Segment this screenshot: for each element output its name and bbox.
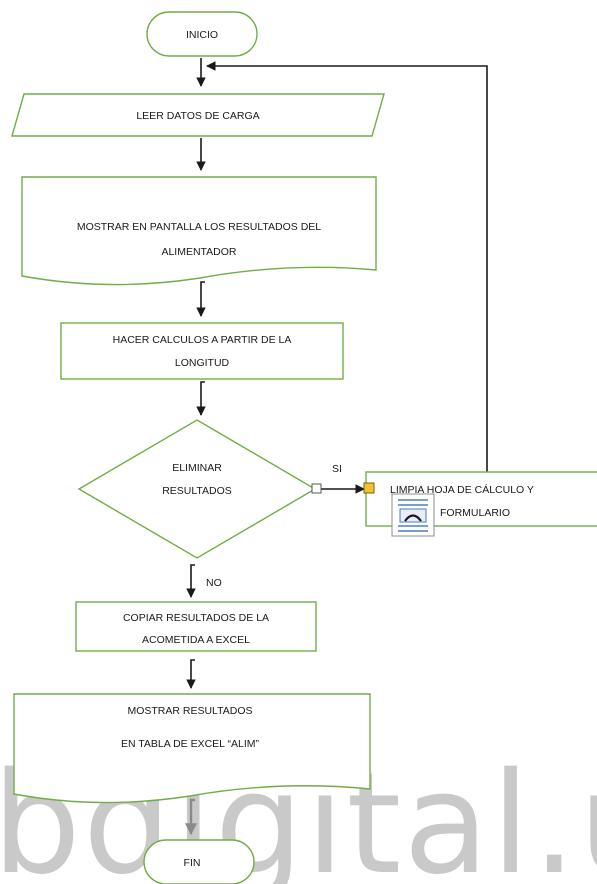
calc-length-line2: LONGITUD bbox=[175, 357, 230, 369]
start-terminator bbox=[146, 11, 258, 57]
calc-length-process bbox=[60, 322, 344, 380]
connector-decision-to-copy bbox=[186, 564, 196, 598]
connector-loop-back bbox=[206, 61, 488, 478]
show-excel-table-line1: MOSTRAR RESULTADOS bbox=[127, 705, 252, 717]
connector-copy-to-show-table bbox=[186, 659, 196, 689]
connector-start-handle[interactable] bbox=[311, 483, 322, 494]
connector-calc-to-decision bbox=[196, 381, 206, 416]
no-edge-label: NO bbox=[206, 577, 222, 589]
connector-show-table-to-end bbox=[185, 798, 197, 836]
copy-to-excel-line1: COPIAR RESULTADOS DE LA bbox=[123, 612, 269, 624]
clear-sheet-line1: LIMPIA HOJA DE CÁLCULO Y bbox=[390, 483, 534, 496]
decision-line2: RESULTADOS bbox=[162, 485, 232, 497]
yes-edge-label: SI bbox=[332, 463, 342, 475]
show-excel-table-line2: EN TABLA DE EXCEL “ALIM” bbox=[121, 738, 260, 750]
show-feeder-results-line2: ALIMENTADOR bbox=[161, 246, 236, 258]
decision-line1: ELIMINAR bbox=[172, 462, 222, 474]
end-label: FIN bbox=[184, 857, 201, 869]
layout-options-icon[interactable] bbox=[391, 493, 435, 537]
clear-sheet-line2: FORMULARIO bbox=[440, 507, 510, 519]
connector-end-handle[interactable] bbox=[363, 482, 375, 494]
show-feeder-results-document bbox=[21, 176, 377, 286]
read-load-data-label: LEER DATOS DE CARGA bbox=[136, 110, 259, 122]
copy-to-excel-line2: ACOMETIDA A EXCEL bbox=[142, 634, 250, 646]
end-terminator bbox=[143, 839, 255, 884]
start-label: INICIO bbox=[186, 29, 218, 41]
copy-to-excel-process bbox=[75, 601, 317, 652]
calc-length-line1: HACER CALCULOS A PARTIR DE LA bbox=[113, 334, 292, 346]
show-feeder-results-line1: MOSTRAR EN PANTALLA LOS RESULTADOS DEL bbox=[77, 221, 321, 233]
read-load-data-input bbox=[11, 93, 385, 137]
connector-show-to-calc bbox=[196, 281, 206, 317]
delete-results-decision bbox=[77, 419, 317, 559]
show-excel-table-document bbox=[13, 693, 371, 804]
